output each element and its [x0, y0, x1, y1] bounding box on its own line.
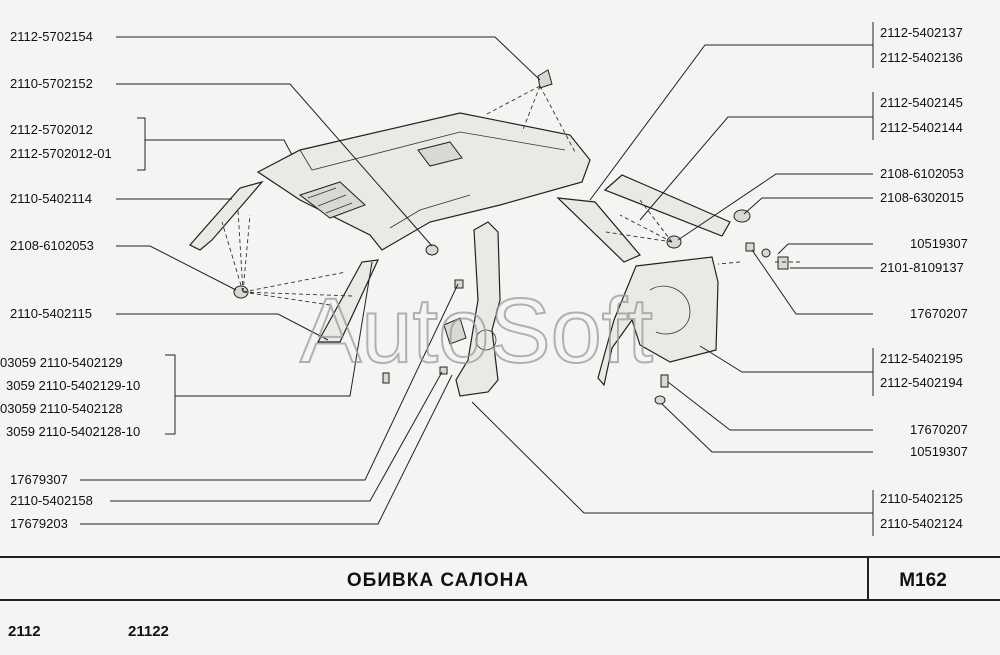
part-number-label: 2110-5402115: [10, 306, 92, 321]
page-code: М162: [899, 570, 947, 591]
part-number-label: 2112-5402145: [880, 95, 963, 110]
part-number-label: 2110-5402158: [10, 493, 93, 508]
leader-lines: [80, 22, 874, 536]
left-front-pillar-trim-drawing: [316, 259, 379, 343]
part-number-label: 2108-6102053: [880, 166, 964, 181]
part-number-label: 10519307: [910, 236, 968, 251]
part-number-label: 2110-5402124: [880, 516, 963, 531]
rear-quarter-panel-drawing: [597, 256, 719, 387]
page-title: ОБИВКА САЛОНА: [347, 570, 529, 591]
part-number-label: 2112-5402137: [880, 25, 963, 40]
part-number-label: 10519307: [910, 444, 968, 459]
model-label: 2112: [8, 623, 41, 640]
roof-headliner-drawing: [256, 112, 591, 251]
part-number-label: 17670207: [910, 306, 968, 321]
part-number-label: 3059 2110-5402129-10: [6, 378, 140, 393]
part-number-label: 2110-5402125: [880, 491, 963, 506]
b-pillar-drawing: [443, 221, 501, 397]
left-a-pillar-drawing: [189, 180, 264, 251]
part-number-label: 2112-5702154: [10, 29, 93, 44]
part-number-label: 2112-5702012-01: [10, 146, 112, 161]
part-number-label: 2110-5402114: [10, 191, 92, 206]
part-number-label: 2112-5402195: [880, 351, 963, 366]
right-part-labels: 2112-5402137 2112-5402136 2112-5402145 2…: [880, 25, 968, 531]
fasteners-drawing: [233, 69, 789, 405]
assembly-arrows: [221, 85, 800, 306]
watermark-text: AutoSoft: [300, 280, 653, 382]
part-number-label: 17679307: [10, 472, 68, 487]
part-number-label: 03059 2110-5402129: [0, 355, 123, 370]
part-number-label: 2112-5402136: [880, 50, 963, 65]
model-label: 21122: [128, 623, 169, 640]
title-block: ОБИВКА САЛОНА М162: [0, 556, 1000, 601]
part-number-label: 17679203: [10, 516, 68, 531]
part-number-label: 2108-6302015: [880, 190, 964, 205]
part-number-label: 2101-8109137: [880, 260, 964, 275]
left-part-labels: 2112-5702154 2110-5702152 2112-5702012 2…: [0, 29, 140, 531]
model-list: 2112 21122: [8, 623, 169, 640]
part-number-label: 2108-6102053: [10, 238, 94, 253]
part-number-label: 17670207: [910, 422, 968, 437]
part-number-label: 3059 2110-5402128-10: [6, 424, 140, 439]
right-roof-rail-drawing: [556, 174, 731, 263]
part-number-label: 2112-5702012: [10, 122, 93, 137]
part-number-label: 2110-5702152: [10, 76, 93, 91]
part-number-label: 2112-5402144: [880, 120, 963, 135]
part-number-label: 2112-5402194: [880, 375, 963, 390]
part-number-label: 03059 2110-5402128: [0, 401, 123, 416]
